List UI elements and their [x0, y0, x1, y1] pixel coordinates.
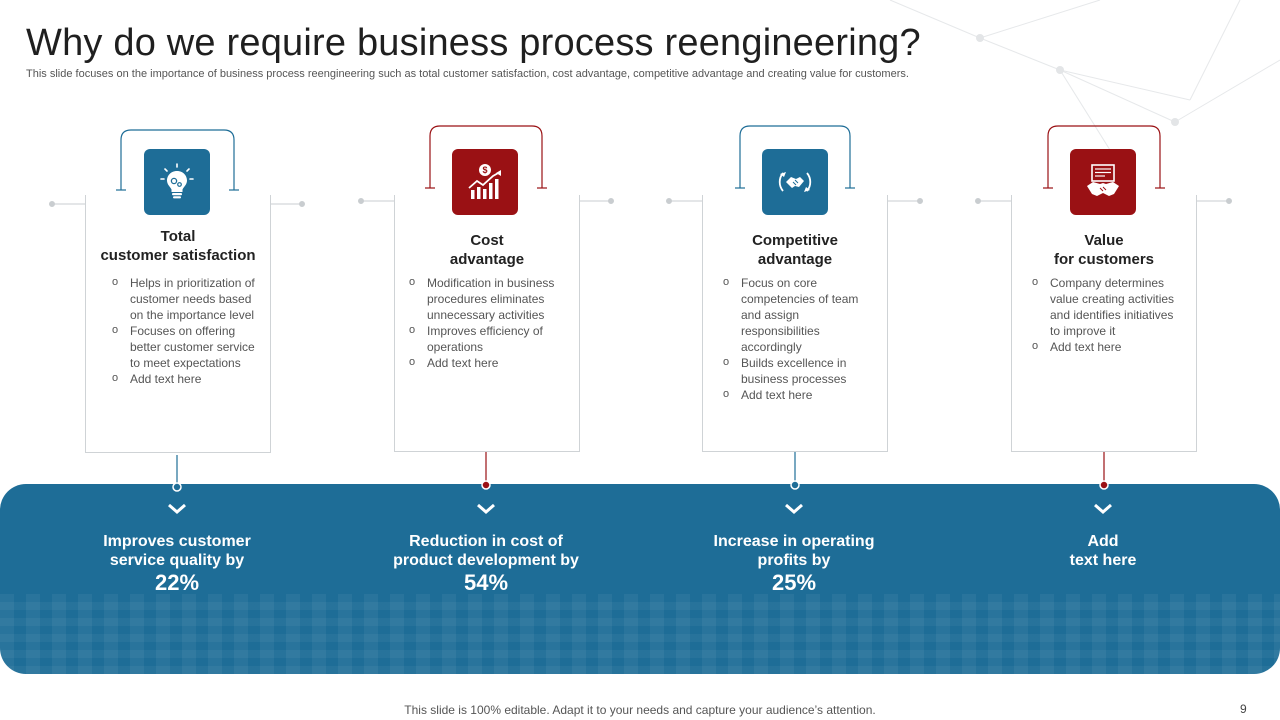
chevron-down-icon [477, 503, 495, 514]
list-item: Builds excellence in business processes [723, 354, 877, 387]
card-icon-tile: $ [452, 149, 518, 215]
lightbulb-icon [160, 163, 194, 199]
chevron-down-icon [168, 503, 186, 514]
list-item: Add text here [723, 386, 877, 403]
chevron-down-icon [1094, 503, 1112, 514]
list-item: Improves efficiency of operations [409, 322, 569, 355]
footer-note: This slide is 100% editable. Adapt it to… [404, 703, 876, 717]
handshake-deal-icon [1087, 164, 1119, 196]
card-icon-tile [1070, 149, 1136, 215]
card-bullet-list: Company determines value creating activi… [1032, 274, 1186, 355]
list-item: Modification in business procedures elim… [409, 274, 569, 323]
list-item: Company determines value creating activi… [1032, 274, 1186, 339]
list-item: Add text here [1032, 338, 1186, 355]
outcome-value: 54% [463, 570, 509, 595]
svg-text:$: $ [482, 165, 487, 175]
card-icon-tile [144, 149, 210, 215]
outcome-value: 22% [154, 570, 200, 595]
growth-chart-icon: $ [468, 164, 501, 199]
card-bullet-list: Helps in prioritization of customer need… [112, 274, 260, 387]
list-item: Add text here [112, 370, 260, 387]
chevron-down-icon [785, 503, 803, 514]
page-subtitle: This slide focuses on the importance of … [26, 68, 909, 80]
card-icon-tile [762, 149, 828, 215]
list-item: Focuses on offering better customer serv… [112, 322, 260, 371]
band-pattern [0, 594, 1280, 674]
list-item: Focus on core competencies of team and a… [723, 274, 877, 355]
page-title: Why do we require business process reeng… [26, 22, 921, 64]
card-bullet-list: Modification in business procedures elim… [409, 274, 569, 371]
outcome-value: 25% [771, 570, 817, 595]
decorative-network-graphic [889, 0, 1280, 150]
card-bullet-list: Focus on core competencies of team and a… [723, 274, 877, 403]
page-number: 9 [1240, 702, 1247, 716]
list-item: Helps in prioritization of customer need… [112, 274, 260, 323]
handshake-cycle-icon [778, 172, 812, 192]
list-item: Add text here [409, 354, 569, 371]
